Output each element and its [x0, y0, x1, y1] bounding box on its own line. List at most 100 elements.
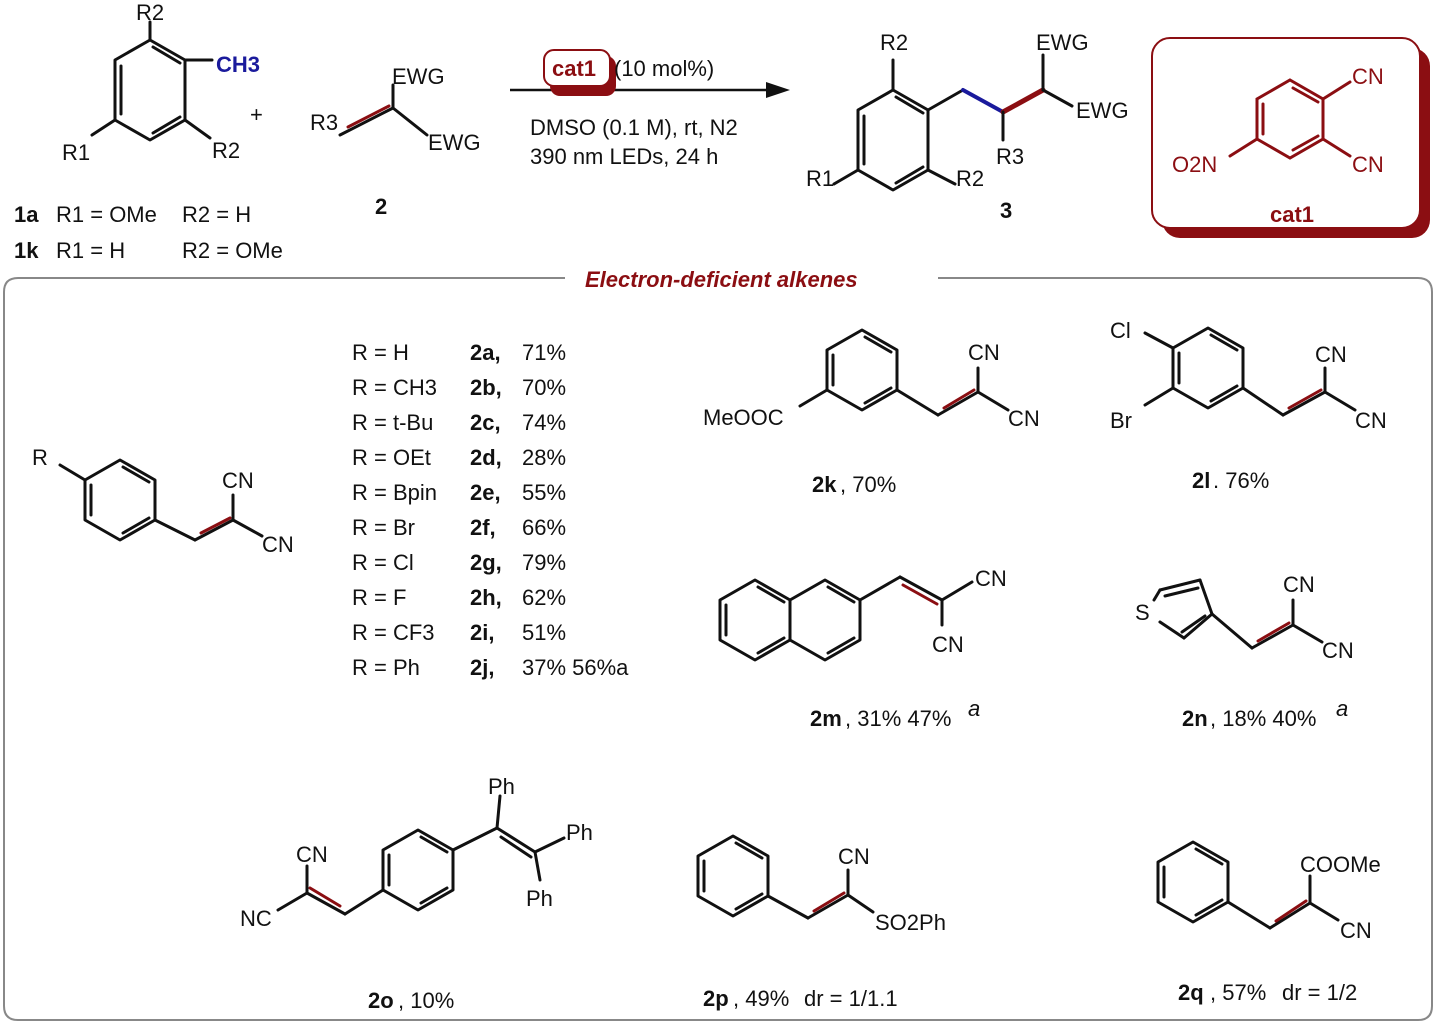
table-yield: 55% — [522, 480, 566, 505]
2o-nc: NC — [240, 906, 272, 931]
2l-caption: . 76% — [1213, 468, 1269, 493]
table-yield: 71% — [522, 340, 566, 365]
2o-ph-right: Ph — [566, 820, 593, 845]
2l-br: Br — [1110, 408, 1132, 433]
2m-cn-bottom: CN — [932, 632, 964, 657]
plus-sign: + — [250, 102, 263, 127]
reactant-1-structure: R2 CH3 R1 R2 — [62, 0, 260, 165]
table-compound-id: 2i, — [470, 620, 494, 645]
2l-id: 2l — [1192, 468, 1210, 493]
table-compound-id: 2j, — [470, 655, 494, 680]
table-substituent: R = CF3 — [352, 620, 435, 645]
table-substituent: R = Bpin — [352, 480, 437, 505]
table-yield: 37% 56%a — [522, 655, 629, 680]
conditions-line-2: 390 nm LEDs, 24 h — [530, 144, 718, 169]
2q-caption: , 57% — [1210, 980, 1266, 1005]
table-yield: 74% — [522, 410, 566, 435]
compound-2q: COOMe CN 2q , 57% dr = 1/2 — [1156, 840, 1381, 1005]
product-r1: R1 — [806, 166, 834, 191]
product-ewg-top: EWG — [1036, 30, 1089, 55]
reactant-2-structure: R3 EWG EWG — [310, 64, 481, 155]
scope-panel-border — [3, 277, 1433, 1021]
compound-2k: MeOOC CN CN 2k , 70% — [703, 328, 1040, 497]
generic-cn-top: CN — [222, 468, 254, 493]
variant-1a-r2: R2 = H — [182, 202, 251, 227]
2o-ph-bottom: Ph — [526, 886, 553, 911]
2n-sulfur: S — [1135, 600, 1150, 625]
2k-id: 2k — [812, 472, 837, 497]
table-yield: 79% — [522, 550, 566, 575]
table-compound-id: 2c, — [470, 410, 501, 435]
table-yield: 62% — [522, 585, 566, 610]
2m-id: 2m — [810, 706, 842, 731]
table-compound-id: 2e, — [470, 480, 501, 505]
table-substituent: R = H — [352, 340, 409, 365]
catalyst-nitro: O2N — [1172, 152, 1217, 177]
table-yield: 66% — [522, 515, 566, 540]
2l-cn-bottom: CN — [1355, 408, 1387, 433]
catalyst-label: cat1 — [1270, 202, 1314, 227]
2n-note: a — [1336, 696, 1348, 721]
catalyst-loading: (10 mol%) — [614, 56, 714, 81]
r2-label-top: R2 — [136, 0, 164, 25]
catalyst-box: CN CN O2N cat1 — [1151, 37, 1430, 238]
ewg-bottom-label: EWG — [428, 130, 481, 155]
generic-aryl-structure: R CN CN — [32, 445, 294, 557]
table-substituent: R = Br — [352, 515, 415, 540]
scope-title: Electron-deficient alkenes — [585, 267, 858, 292]
2m-note: a — [968, 696, 980, 721]
2l-cl: Cl — [1110, 318, 1131, 343]
2k-cn-bottom: CN — [1008, 406, 1040, 431]
2n-cn-top: CN — [1283, 572, 1315, 597]
table-compound-id: 2h, — [470, 585, 502, 610]
2p-so2ph: SO2Ph — [875, 910, 946, 935]
2o-cn: CN — [296, 842, 328, 867]
table-substituent: R = OEt — [352, 445, 431, 470]
variant-1a-id: 1a — [14, 202, 39, 227]
r2-label-bottom: R2 — [212, 138, 240, 163]
2l-cn-top: CN — [1315, 342, 1347, 367]
table-yield: 51% — [522, 620, 566, 645]
2p-cn: CN — [838, 844, 870, 869]
r3-label: R3 — [310, 110, 338, 135]
compound-2l: Cl Br CN CN 2l . 76% — [1110, 318, 1387, 493]
variant-1k-r1: R1 = H — [56, 238, 125, 263]
compound-2m: CN CN 2m , 31% 47% a — [718, 566, 1007, 731]
conditions-line-1: DMSO (0.1 M), rt, N2 — [530, 115, 738, 140]
product-3-structure: R2 EWG EWG R3 R1 R2 — [806, 30, 1129, 192]
2o-ph-top: Ph — [488, 774, 515, 799]
table-yield: 28% — [522, 445, 566, 470]
product-3-id: 3 — [1000, 198, 1012, 223]
table-compound-id: 2d, — [470, 445, 502, 470]
catalyst-cn-bottom: CN — [1352, 152, 1384, 177]
product-r3: R3 — [996, 144, 1024, 169]
2k-caption: , 70% — [840, 472, 896, 497]
compound-2p: CN SO2Ph 2p , 49% dr = 1/1.1 — [696, 834, 946, 1011]
table-substituent: R = CH3 — [352, 375, 437, 400]
variant-1k-r2: R2 = OMe — [182, 238, 283, 263]
table-substituent: R = F — [352, 585, 406, 610]
table-substituent: R = Cl — [352, 550, 414, 575]
table-substituent: R = Ph — [352, 655, 420, 680]
generic-r-label: R — [32, 445, 48, 470]
2p-caption: , 49% — [733, 986, 789, 1011]
table-substituent: R = t-Bu — [352, 410, 433, 435]
2q-cn: CN — [1340, 918, 1372, 943]
table-compound-id: 2f, — [470, 515, 496, 540]
product-r2-bottom: R2 — [956, 166, 984, 191]
2o-id: 2o — [368, 988, 394, 1013]
2m-cn-top: CN — [975, 566, 1007, 591]
reactant-2-id: 2 — [375, 194, 387, 219]
2k-substituent: MeOOC — [703, 405, 784, 430]
methyl-label: CH3 — [216, 52, 260, 77]
2k-cn-top: CN — [968, 340, 1000, 365]
2n-caption: , 18% 40% — [1210, 706, 1316, 731]
generic-cn-bottom: CN — [262, 532, 294, 557]
2p-id: 2p — [703, 986, 729, 1011]
catalyst-cn-top: CN — [1352, 64, 1384, 89]
2n-id: 2n — [1182, 706, 1208, 731]
table-compound-id: 2a, — [470, 340, 501, 365]
2q-ester: COOMe — [1300, 852, 1381, 877]
